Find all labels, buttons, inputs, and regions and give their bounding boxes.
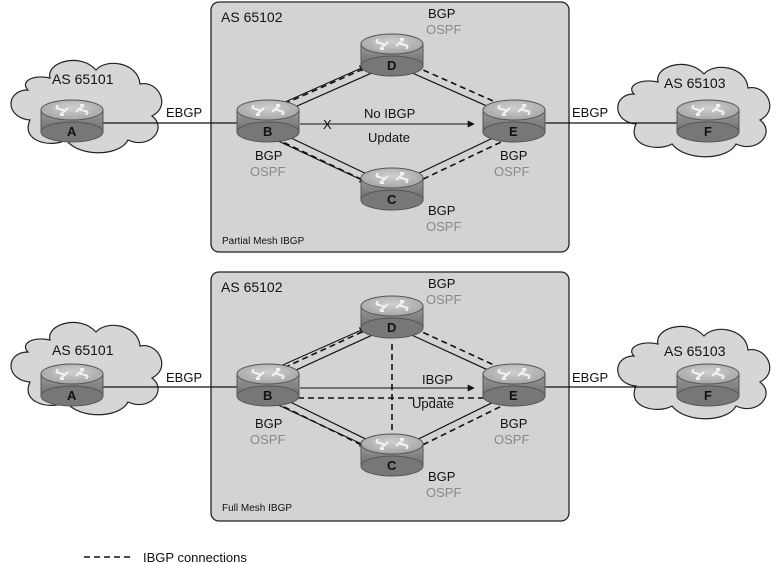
bottom-e-ospf: OSPF [494,432,529,447]
bottom-update-arrow-b-d [275,327,367,369]
top-e-ospf: OSPF [494,164,529,179]
top-router-c-label: C [387,192,397,207]
top-b-ospf: OSPF [250,164,285,179]
top-ebgp-label-left: EBGP [166,105,202,120]
top-update-arrow-b-d [275,65,367,107]
bottom-c-ospf: OSPF [426,485,461,500]
top-as-box [210,1,570,253]
bottom-router-c: C [360,433,424,477]
top-router-f-label: F [704,124,712,139]
bottom-update-arrow-b-c [275,403,367,447]
top-c-bgp: BGP [428,203,455,218]
bottom-caption: Full Mesh IBGP [222,503,292,514]
bottom-update-label: Update [412,396,454,411]
top-left-cloud-title: AS 65101 [52,71,114,87]
bottom-as-box [210,271,570,522]
top-update-arrow-b-c [275,139,367,183]
bottom-c-bgp: BGP [428,469,455,484]
bottom-router-b-label: B [263,388,272,403]
bottom-router-e-label: E [509,388,518,403]
top-right-cloud-title: AS 65103 [664,75,726,91]
top-router-a-label: A [67,124,77,139]
top-router-e: E [482,99,546,143]
bottom-e-bgp: BGP [500,416,527,431]
top-update-label: Update [368,130,410,145]
bottom-b-bgp: BGP [255,416,282,431]
top-as-title: AS 65102 [221,9,283,25]
bottom-router-e: E [482,363,546,407]
top-router-b-label: B [263,124,272,139]
bottom-router-d-label: D [387,320,396,335]
top-c-ospf: OSPF [426,219,461,234]
top-b-bgp: BGP [255,148,282,163]
legend: IBGP connections [84,550,247,564]
top-e-bgp: BGP [500,148,527,163]
top-router-b: B [236,99,300,143]
bottom-router-a: A [40,363,104,407]
bottom-router-d: D [360,295,424,339]
bottom-router-a-label: A [67,388,77,403]
bottom-as-title: AS 65102 [221,279,283,295]
bottom-router-f: F [676,363,740,407]
top-no-ibgp-label: No IBGP [364,106,415,121]
top-ebgp-label-right: EBGP [572,105,608,120]
bottom-b-ospf: OSPF [250,432,285,447]
top-router-e-label: E [509,124,518,139]
legend-label: IBGP connections [143,550,247,564]
top-router-a: A [40,99,104,143]
top-d-bgp: BGP [428,6,455,21]
bottom-router-b: B [236,363,300,407]
bottom-ebgp-label-right: EBGP [572,370,608,385]
top-caption: Partial Mesh IBGP [222,236,305,247]
top-router-c: C [360,167,424,211]
bottom-diagram: AS 65102 Full Mesh IBGP AS 65101 AS 6510… [10,271,771,522]
bottom-right-cloud-title: AS 65103 [664,343,726,359]
bottom-ebgp-label-left: EBGP [166,370,202,385]
bottom-d-ospf: OSPF [426,292,461,307]
bottom-left-cloud-title: AS 65101 [52,342,114,358]
bottom-router-c-label: C [387,458,397,473]
top-router-d-label: D [387,58,396,73]
top-blocked-mark: X [323,117,332,132]
bottom-d-bgp: BGP [428,276,455,291]
top-router-f: F [676,99,740,143]
top-router-d: D [360,33,424,77]
bottom-router-f-label: F [704,388,712,403]
top-diagram: AS 65102 Partial Mesh IBGP AS 65101 AS 6… [10,1,771,253]
top-d-ospf: OSPF [426,22,461,37]
bottom-ibgp-label: IBGP [422,372,453,387]
